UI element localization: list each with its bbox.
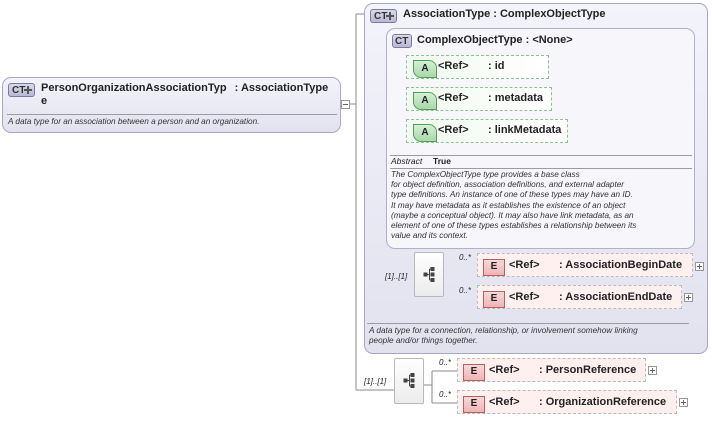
expand-toggle[interactable] bbox=[679, 398, 688, 407]
sequence-compositor[interactable] bbox=[394, 358, 424, 404]
element-association-begin-date[interactable]: E <Ref> : AssociationBeginDate bbox=[477, 253, 693, 277]
element-ref: <Ref> bbox=[489, 396, 520, 408]
abstract-value: True bbox=[433, 156, 451, 166]
sequence-cardinality: [1]..[1] bbox=[364, 377, 387, 386]
attribute-icon: A bbox=[413, 124, 437, 142]
divider bbox=[390, 168, 692, 169]
attribute-icon: A bbox=[413, 60, 437, 78]
expand-toggle[interactable] bbox=[648, 366, 657, 375]
abstract-label: Abstract bbox=[391, 156, 423, 166]
element-name: : PersonReference bbox=[539, 364, 637, 376]
element-name: : AssociationBeginDate bbox=[559, 259, 683, 271]
association-type-title: AssociationType : ComplexObjectType bbox=[403, 8, 606, 20]
expand-toggle[interactable] bbox=[684, 293, 693, 302]
attribute-metadata[interactable]: A <Ref> : metadata bbox=[406, 87, 552, 111]
attribute-ref: <Ref> bbox=[438, 124, 469, 136]
root-type-base: : AssociationType bbox=[234, 82, 329, 94]
element-cardinality: 0..* bbox=[439, 390, 452, 399]
element-ref: <Ref> bbox=[509, 291, 540, 303]
element-cardinality: 0..* bbox=[459, 286, 472, 295]
element-name: : OrganizationReference bbox=[539, 396, 667, 408]
sequence-cardinality: [1]..[1] bbox=[385, 272, 408, 281]
complex-object-type-documentation: The ComplexObjectType type provides a ba… bbox=[391, 170, 637, 241]
sequence-icon bbox=[403, 373, 415, 388]
element-icon: E bbox=[463, 364, 485, 381]
attribute-ref: <Ref> bbox=[438, 60, 469, 72]
element-ref: <Ref> bbox=[509, 259, 540, 271]
element-cardinality: 0..* bbox=[459, 253, 472, 262]
root-type-name-wrap: e bbox=[41, 95, 48, 107]
association-type-documentation: A data type for a connection, relationsh… bbox=[369, 326, 638, 346]
element-cardinality: 0..* bbox=[439, 358, 452, 367]
complex-type-icon: CT bbox=[8, 83, 35, 97]
attribute-name: : metadata bbox=[488, 92, 544, 104]
complex-type-icon: CT bbox=[370, 9, 397, 23]
expand-toggle[interactable] bbox=[695, 262, 704, 271]
attribute-ref: <Ref> bbox=[438, 92, 469, 104]
attribute-name: : linkMetadata bbox=[488, 124, 562, 136]
attribute-name: : id bbox=[488, 60, 505, 72]
collapse-toggle[interactable] bbox=[341, 100, 350, 109]
element-organization-reference[interactable]: E <Ref> : OrganizationReference bbox=[457, 390, 677, 414]
divider bbox=[7, 114, 337, 115]
complex-type-icon: CT bbox=[392, 34, 412, 48]
element-icon: E bbox=[463, 396, 485, 413]
sequence-icon bbox=[423, 267, 435, 282]
element-icon: E bbox=[483, 291, 505, 308]
complex-object-type-box[interactable]: CT ComplexObjectType : <None> A <Ref> : … bbox=[386, 28, 695, 249]
attribute-link-metadata[interactable]: A <Ref> : linkMetadata bbox=[406, 119, 568, 143]
root-type-name: PersonOrganizationAssociationTyp bbox=[41, 82, 227, 94]
element-ref: <Ref> bbox=[489, 364, 520, 376]
element-person-reference[interactable]: E <Ref> : PersonReference bbox=[457, 358, 646, 382]
divider bbox=[390, 155, 692, 156]
complex-object-type-title: ComplexObjectType : <None> bbox=[417, 34, 573, 46]
element-association-end-date[interactable]: E <Ref> : AssociationEndDate bbox=[477, 285, 682, 309]
root-documentation: A data type for an association between a… bbox=[8, 117, 260, 126]
attribute-icon: A bbox=[413, 92, 437, 110]
element-name: : AssociationEndDate bbox=[559, 291, 673, 303]
root-complex-type[interactable]: CT PersonOrganizationAssociationTyp : As… bbox=[2, 77, 341, 133]
attribute-id[interactable]: A <Ref> : id bbox=[406, 55, 549, 79]
element-icon: E bbox=[483, 259, 505, 276]
sequence-compositor[interactable] bbox=[414, 252, 444, 297]
divider bbox=[367, 323, 689, 324]
